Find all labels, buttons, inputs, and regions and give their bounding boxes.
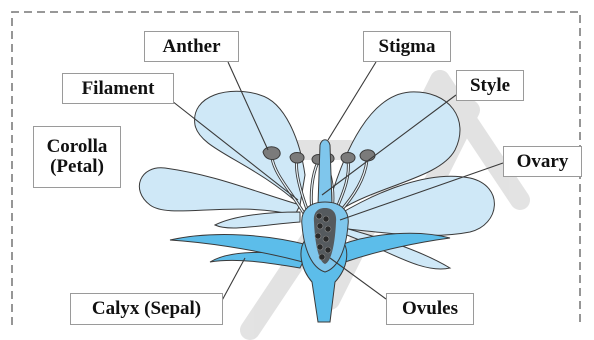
ovules-label: Ovules [386, 293, 474, 325]
anther-label: Anther [144, 31, 239, 62]
style-label: Style [456, 70, 524, 101]
stigma-label: Stigma [363, 31, 451, 62]
filament-label: Filament [62, 73, 174, 104]
corolla-label-line2: (Petal) [50, 157, 104, 177]
corolla-label: Corolla (Petal) [33, 126, 121, 188]
ovary-label: Ovary [503, 146, 582, 177]
style [318, 140, 332, 205]
corolla-label-line1: Corolla [47, 137, 108, 157]
calyx-label: Calyx (Sepal) [70, 293, 223, 325]
